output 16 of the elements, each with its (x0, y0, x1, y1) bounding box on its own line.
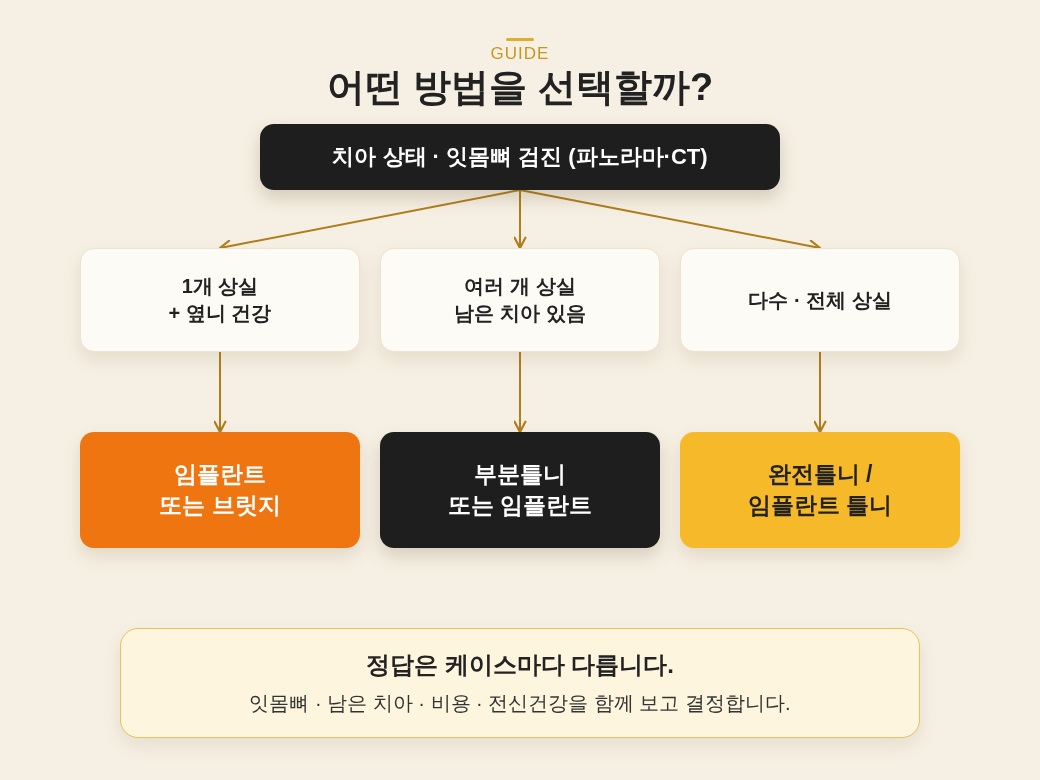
result-box: 부분틀니 또는 임플란트 (380, 432, 660, 548)
arrow (213, 351, 227, 434)
note-text: 잇몸뼈 · 남은 치아 · 비용 · 전신건강을 함께 보고 결정합니다. (249, 690, 791, 716)
condition-box: 여러 개 상실 남은 치아 있음 (380, 248, 660, 352)
result-box: 임플란트 또는 브릿지 (80, 432, 360, 548)
arrow (813, 351, 827, 434)
note-box (120, 628, 920, 738)
eyebrow-label: GUIDE (490, 44, 550, 64)
note-heading: 정답은 케이스마다 다릅니다. (366, 650, 674, 681)
condition-box: 다수 · 전체 상실 (680, 248, 960, 352)
title: 어떤 방법을 선택할까? (326, 65, 714, 110)
condition-box: 1개 상실 + 옆니 건강 (80, 248, 360, 352)
arrow (513, 351, 527, 434)
result-box: 완전틀니 / 임플란트 틀니 (680, 432, 960, 548)
arrow (513, 189, 527, 250)
process-box: 치아 상태 · 잇몸뼈 검진 (파노라마·CT) (260, 124, 780, 190)
